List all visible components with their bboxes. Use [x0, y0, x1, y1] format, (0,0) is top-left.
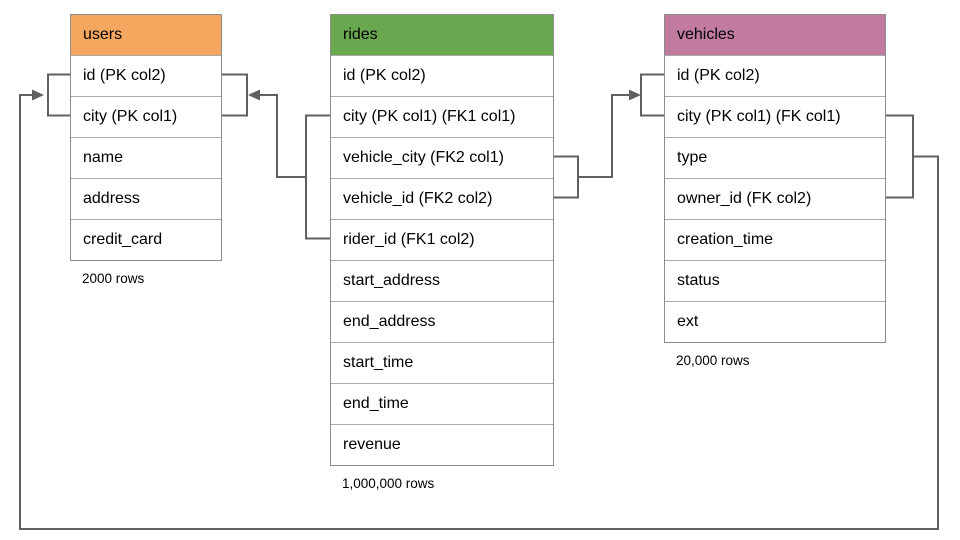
rides-left-bracket — [305, 114, 330, 240]
column-rides-revenue: revenue — [331, 424, 553, 465]
column-vehicles-id: id (PK col2) — [665, 55, 885, 96]
users-right-bracket — [222, 73, 248, 117]
vehicles-left-bracket — [640, 73, 664, 117]
column-rides-end-time: end_time — [331, 383, 553, 424]
column-vehicles-creation-time: creation_time — [665, 219, 885, 260]
table-rides: rides id (PK col2) city (PK col1) (FK1 c… — [330, 14, 554, 491]
rides-right-bracket — [554, 155, 579, 199]
table-users: users id (PK col2) city (PK col1) name a… — [70, 14, 222, 286]
vehicles-right-bracket — [886, 114, 914, 199]
column-users-address: address — [71, 178, 221, 219]
table-vehicles-box: vehicles id (PK col2) city (PK col1) (FK… — [664, 14, 886, 343]
column-users-credit-card: credit_card — [71, 219, 221, 260]
column-rides-rider-id: rider_id (FK1 col2) — [331, 219, 553, 260]
column-rides-vehicle-id: vehicle_id (FK2 col2) — [331, 178, 553, 219]
table-vehicles-rowcount: 20,000 rows — [676, 353, 750, 368]
table-vehicles: vehicles id (PK col2) city (PK col1) (FK… — [664, 14, 886, 368]
column-rides-start-address: start_address — [331, 260, 553, 301]
table-users-rowcount: 2000 rows — [82, 271, 145, 286]
users-left-bracket — [47, 73, 70, 117]
column-vehicles-city: city (PK col1) (FK col1) — [665, 96, 885, 137]
column-vehicles-status: status — [665, 260, 885, 301]
table-rides-header: rides — [331, 15, 553, 55]
relationship-rides-vehicles-fk2 — [554, 73, 664, 199]
table-users-box: users id (PK col2) city (PK col1) name a… — [70, 14, 222, 261]
arrowhead-right-icon — [629, 89, 641, 101]
arrowhead-left-icon — [248, 89, 260, 101]
column-vehicles-owner-id: owner_id (FK col2) — [665, 178, 885, 219]
column-users-name: name — [71, 137, 221, 178]
column-rides-end-address: end_address — [331, 301, 553, 342]
column-users-city: city (PK col1) — [71, 96, 221, 137]
column-rides-id: id (PK col2) — [331, 55, 553, 96]
rides-users-route — [259, 94, 306, 178]
column-vehicles-type: type — [665, 137, 885, 178]
column-users-id: id (PK col2) — [71, 55, 221, 96]
arrowhead-right-icon — [32, 89, 44, 101]
table-rides-rowcount: 1,000,000 rows — [342, 476, 435, 491]
column-vehicles-ext: ext — [665, 301, 885, 342]
column-rides-vehicle-city: vehicle_city (FK2 col1) — [331, 137, 553, 178]
rides-vehicles-route — [578, 94, 630, 178]
column-rides-start-time: start_time — [331, 342, 553, 383]
relationship-rides-users-fk1 — [222, 73, 330, 240]
table-rides-box: rides id (PK col2) city (PK col1) (FK1 c… — [330, 14, 554, 466]
column-rides-city: city (PK col1) (FK1 col1) — [331, 96, 553, 137]
table-users-header: users — [71, 15, 221, 55]
table-vehicles-header: vehicles — [665, 15, 885, 55]
